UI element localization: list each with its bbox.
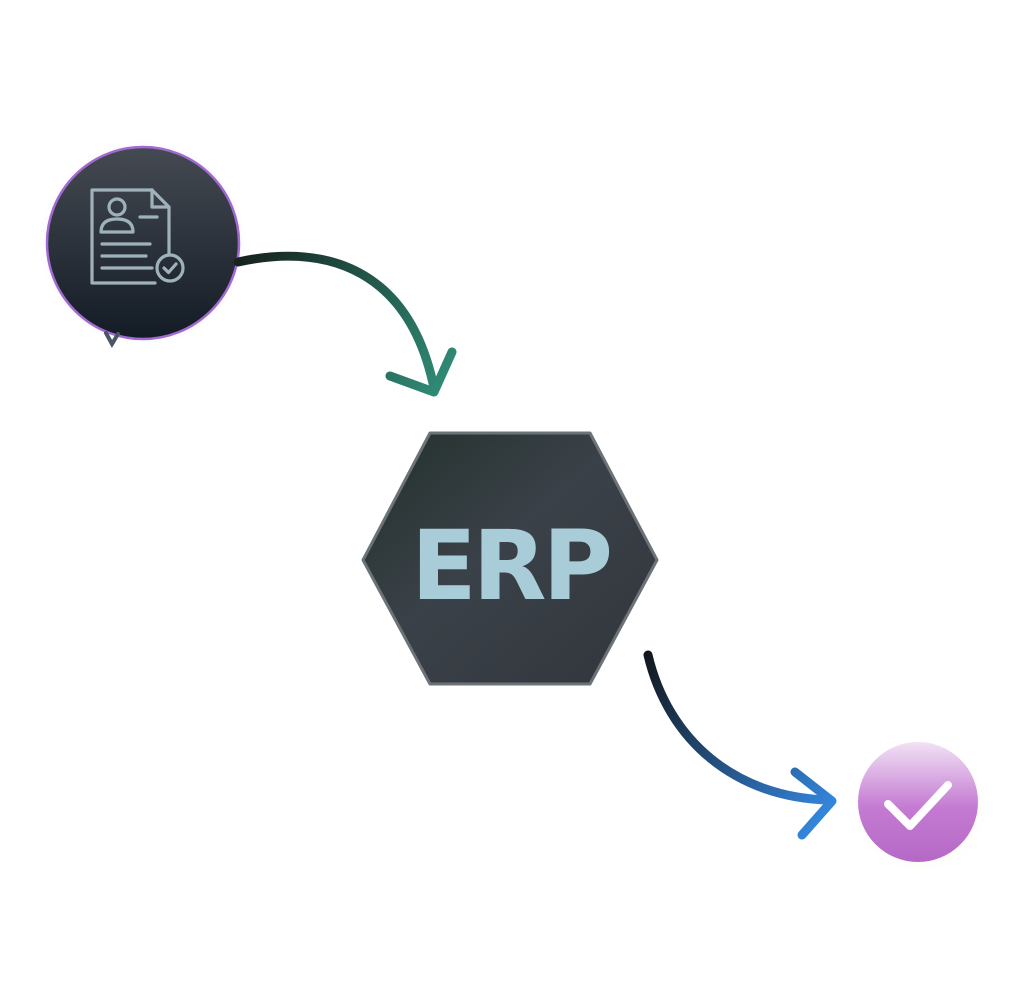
erp-label: ERP [411, 510, 610, 622]
arrow-erp-to-result [643, 650, 837, 840]
erp-system-node: ERP [361, 431, 659, 686]
arrow-source-to-erp [233, 251, 457, 397]
source-node [39, 139, 247, 349]
erp-hexagon [361, 431, 659, 686]
document-person-check-icon [90, 188, 185, 285]
source-node-tail [104, 331, 120, 349]
check-icon [884, 781, 952, 830]
result-node [850, 736, 990, 876]
result-node-circle [858, 742, 978, 862]
